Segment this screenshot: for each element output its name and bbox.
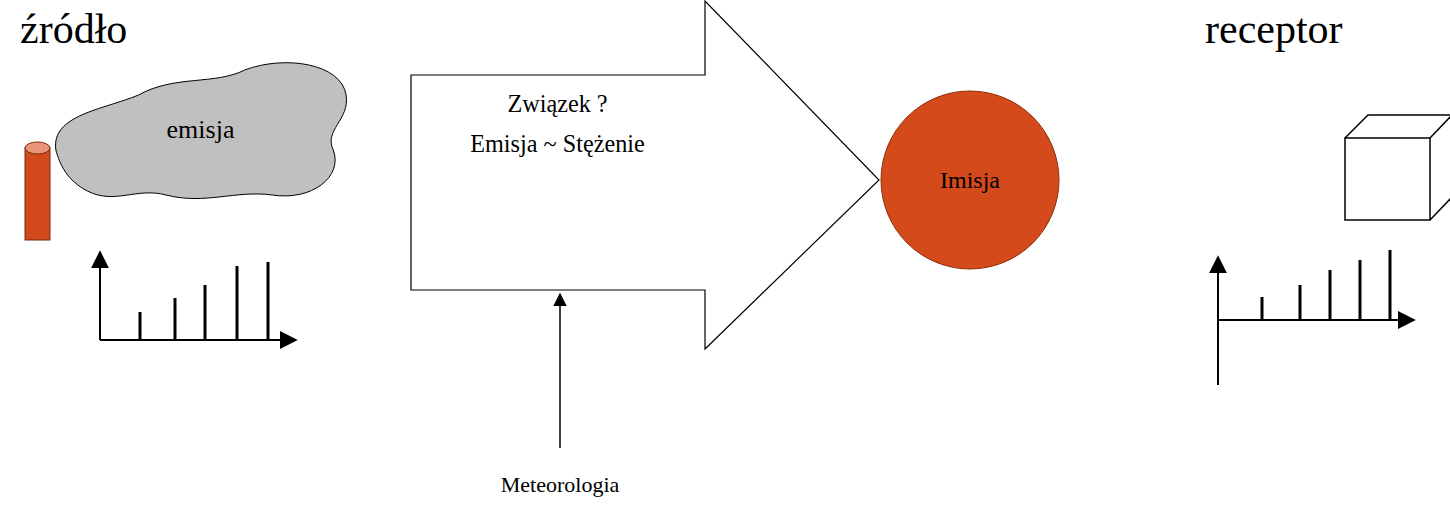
node-text: Emisja ~ Stężenie (410, 124, 705, 164)
text-group: emisja (48, 55, 353, 205)
source-heading: źródło (20, 4, 127, 54)
meteorology-label: Meteorologia (501, 472, 620, 498)
immission-chart (1218, 250, 1414, 385)
cloud-shape (56, 63, 347, 199)
chimney (25, 148, 50, 240)
node-text: emisja (167, 115, 235, 145)
text-group: Związek ?Emisja ~ Stężenie (410, 84, 705, 164)
receptor-cube (1345, 115, 1450, 220)
immission-circle: Imisja (880, 90, 1060, 270)
circle-shape (881, 91, 1059, 269)
emission-cloud: emisja (48, 55, 353, 205)
node-text: Związek ? (410, 84, 705, 124)
pointer-line (559, 294, 561, 448)
emission-chart (100, 252, 296, 340)
receptor-heading: receptor (1205, 4, 1343, 54)
relation-arrow: Związek ?Emisja ~ Stężenie (410, 0, 880, 350)
node-text: Imisja (940, 165, 1000, 195)
text-group: Imisja (880, 90, 1060, 270)
shape-outline (410, 0, 880, 350)
block-arrow (411, 1, 879, 349)
chimney-top (25, 142, 50, 154)
